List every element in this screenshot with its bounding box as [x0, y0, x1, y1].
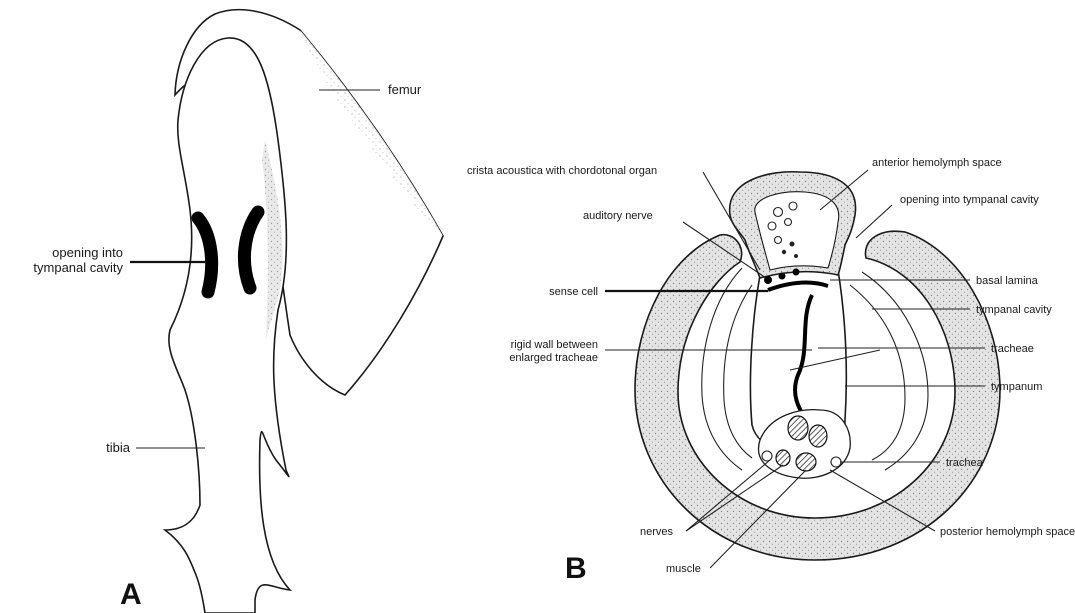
- muscle-bundle: [776, 450, 790, 466]
- label-opening-line2: tympanal cavity: [33, 260, 123, 275]
- tympanum-left: [702, 268, 742, 470]
- label-trachea: trachea: [946, 457, 984, 469]
- cell-circle: [775, 237, 782, 244]
- tibia-shape: [165, 38, 290, 613]
- muscle-bundle: [796, 453, 816, 471]
- label-auditory-nerve: auditory nerve: [583, 210, 653, 222]
- label-anterior-hemolymph: anterior hemolymph space: [872, 157, 1002, 169]
- cell-dot: [790, 242, 795, 247]
- nerve-cross-section: [762, 451, 772, 461]
- sense-cell-body: [793, 269, 800, 276]
- label-crista: crista acoustica with chordotonal organ: [467, 165, 657, 177]
- panel-label-b: B: [565, 552, 587, 585]
- label-posterior-hemolymph: posterior hemolymph space: [940, 526, 1075, 538]
- panel-a: femur opening into tympanal cavity tibia…: [33, 10, 443, 613]
- label-tympanum: tympanum: [991, 381, 1042, 393]
- label-nerves: nerves: [640, 526, 674, 538]
- anterior-hemolymph-space: [755, 192, 839, 270]
- label-rigid-wall-line1: rigid wall between: [511, 339, 598, 351]
- cell-circle: [785, 219, 792, 226]
- label-opening-line1: opening into: [52, 245, 123, 260]
- cell-circle: [789, 202, 797, 210]
- trachea-cross-section: [831, 457, 841, 467]
- label-tracheae: tracheae: [991, 343, 1034, 355]
- label-femur: femur: [388, 82, 422, 97]
- panel-b: crista acoustica with chordotonal organ …: [467, 157, 1075, 585]
- label-sense-cell: sense cell: [549, 286, 598, 298]
- panel-label-a: A: [120, 578, 142, 611]
- sense-cell-body: [779, 273, 786, 280]
- cell-circle: [774, 208, 783, 217]
- muscle-bundle: [788, 416, 808, 440]
- cell-dot: [782, 250, 786, 254]
- tympanal-membrane-left: [724, 285, 752, 458]
- tympanal-membrane-right: [850, 285, 905, 460]
- muscle-bundle: [809, 425, 827, 447]
- cell-dot: [794, 254, 798, 258]
- label-rigid-wall-line2: enlarged tracheae: [509, 352, 598, 364]
- label-opening-b: opening into tympanal cavity: [900, 194, 1039, 206]
- label-basal-lamina: basal lamina: [976, 275, 1039, 287]
- label-tibia: tibia: [106, 440, 131, 455]
- label-tympanal-cavity: tympanal cavity: [976, 304, 1052, 316]
- label-muscle: muscle: [666, 563, 701, 575]
- cell-circle: [768, 222, 776, 230]
